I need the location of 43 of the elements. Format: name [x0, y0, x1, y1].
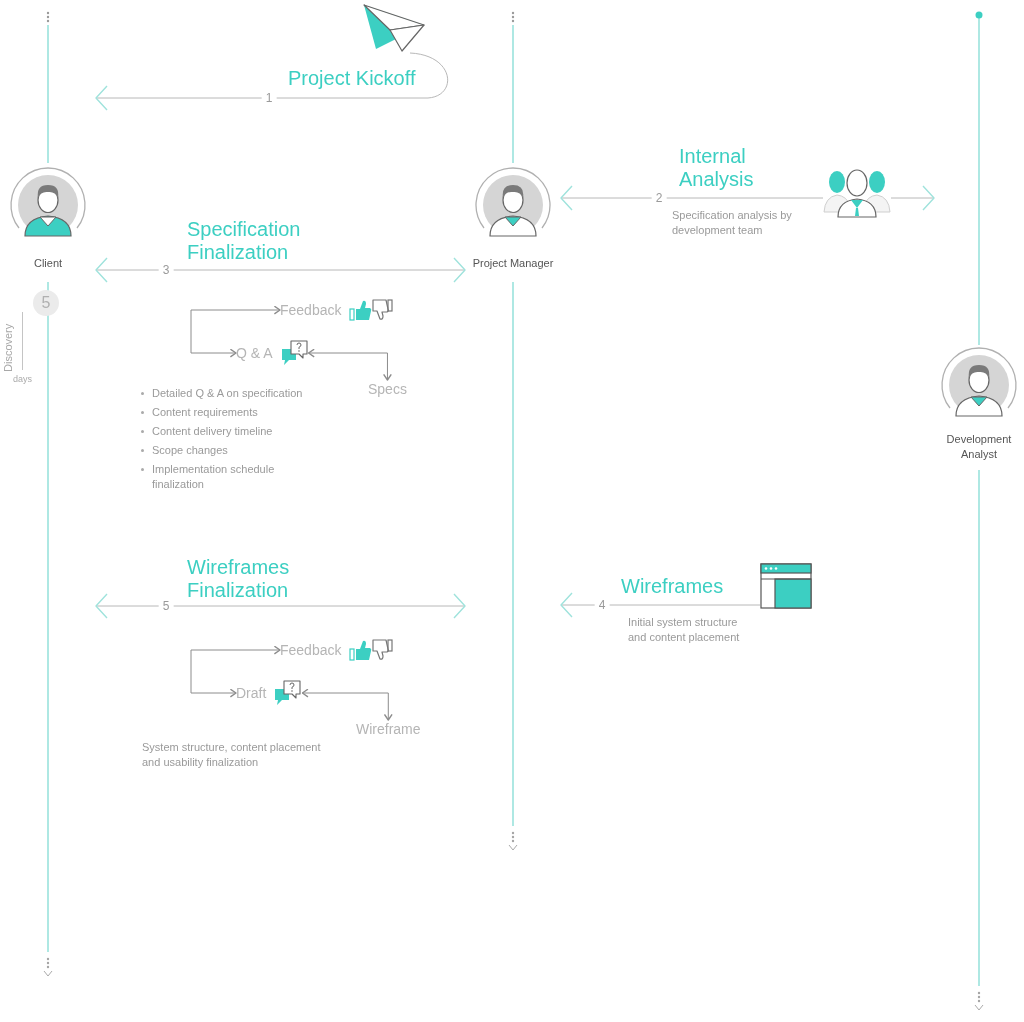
step-number: 4	[594, 598, 610, 612]
arrow	[560, 592, 761, 618]
step-title: Project Kickoff	[288, 67, 416, 90]
actor-name: Project Manager	[472, 256, 554, 271]
step-description: Initial system structure and content placement	[628, 615, 741, 645]
double-arrow	[190, 305, 281, 358]
duration-count: 5	[33, 290, 59, 316]
step-number: 1	[261, 91, 277, 105]
step-description: System structure, content placement and usability finalization	[142, 740, 322, 770]
step-number: 3	[158, 263, 174, 277]
paper-plane-icon	[362, 3, 426, 53]
step-number: 2	[651, 191, 667, 205]
step-number: 5	[158, 599, 174, 613]
double-arrow	[95, 257, 466, 283]
actor-name: Client	[33, 256, 63, 271]
arrow	[890, 185, 935, 211]
browser-window-icon	[760, 563, 812, 609]
arrow	[560, 185, 824, 211]
flow-label: Specs	[368, 380, 407, 398]
bullet-item: Scope changes	[138, 443, 228, 458]
step-title: Internal Analysis	[679, 145, 755, 191]
flow-label: Wireframe	[356, 720, 421, 738]
bullet-item: Implementation schedule finalization	[138, 462, 302, 492]
actor-name: Development Analyst	[945, 432, 1013, 462]
step-title: Wireframes Finalization	[187, 556, 291, 602]
flow-label: Draft	[236, 684, 267, 702]
double-arrow	[301, 688, 393, 721]
flow-label: Q & A	[236, 344, 273, 362]
arrow	[95, 52, 449, 111]
step-title: Specification Finalization	[187, 218, 302, 264]
double-arrow	[95, 593, 466, 619]
bullet-item: Content delivery timeline	[138, 424, 273, 439]
step-description: Specification analysis by development team	[672, 208, 793, 238]
bullet-item: Detailed Q & A on specification	[138, 386, 303, 401]
duration-label: Discovery	[1, 323, 15, 372]
duration-unit: days	[13, 374, 32, 385]
team-icon	[823, 166, 891, 218]
flow-label: Feedback	[280, 301, 342, 319]
double-arrow	[307, 348, 392, 381]
flow-label: Feedback	[280, 641, 342, 659]
step-title: Wireframes	[621, 575, 724, 598]
double-arrow	[190, 645, 281, 698]
bullet-item: Content requirements	[138, 405, 258, 420]
